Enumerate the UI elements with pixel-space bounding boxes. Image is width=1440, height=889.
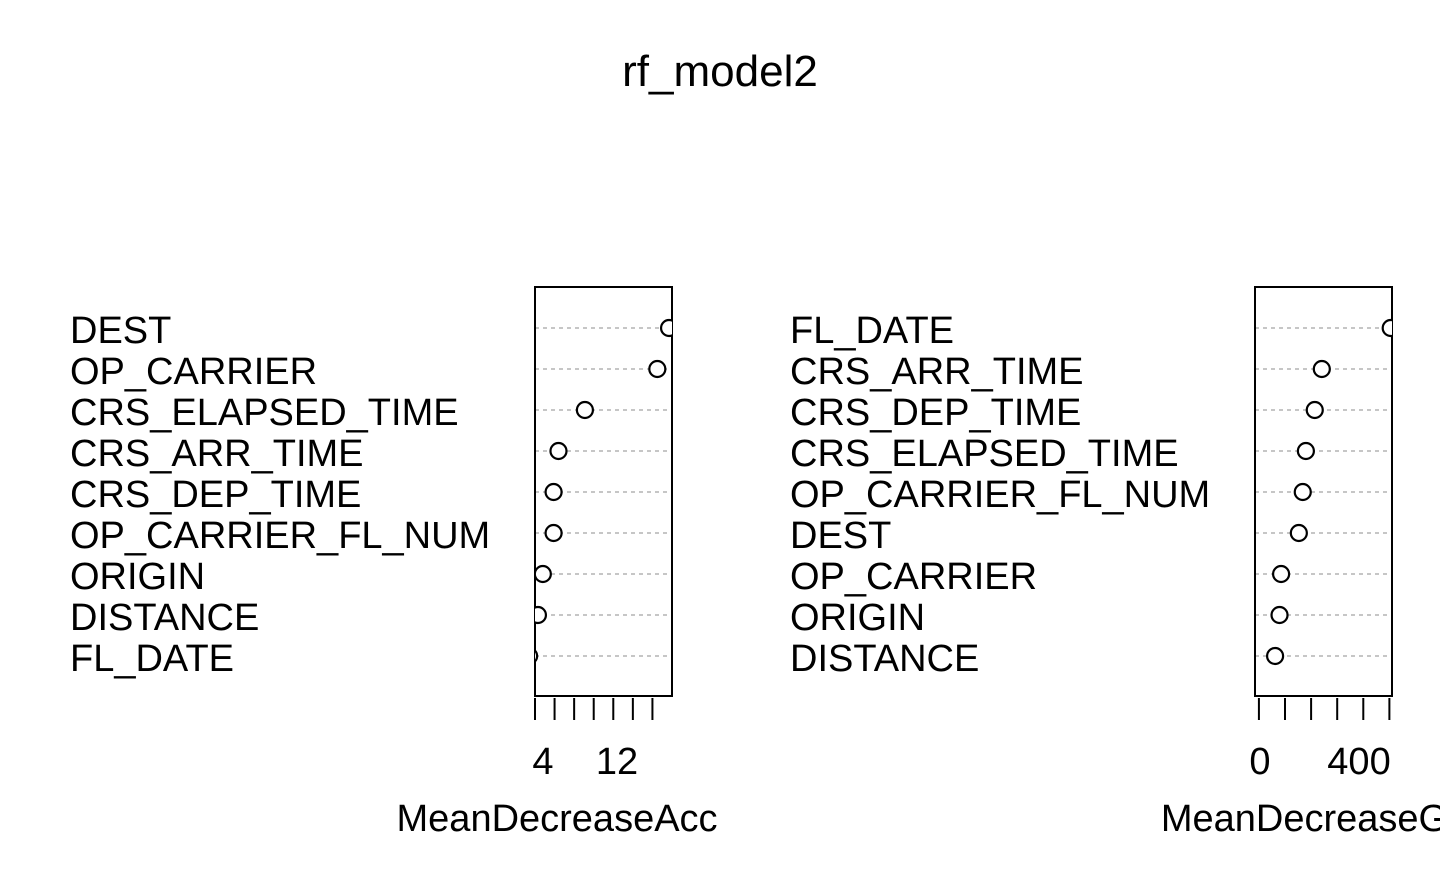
- x-axis: 0 400: [1249, 698, 1391, 783]
- variable-label: CRS_DEP_TIME: [790, 392, 1081, 434]
- data-point: [1296, 441, 1315, 461]
- x-tick-label: 12: [596, 741, 638, 783]
- plot-box: [534, 286, 673, 697]
- variable-label: OP_CARRIER_FL_NUM: [790, 474, 1210, 516]
- data-point: [544, 523, 563, 543]
- chart-title: rf_model2: [622, 47, 818, 96]
- variable-label: CRS_ELAPSED_TIME: [70, 392, 459, 434]
- x-axis-label: MeanDecreaseGini: [1161, 798, 1440, 840]
- data-point: [1305, 400, 1324, 420]
- variable-label: DEST: [70, 310, 171, 352]
- panel-2: FL_DATECRS_ARR_TIMECRS_DEP_TIMECRS_ELAPS…: [790, 286, 1440, 840]
- variable-label: ORIGIN: [70, 556, 205, 598]
- data-point: [575, 400, 595, 420]
- points-group: [535, 318, 672, 663]
- variable-label: CRS_ARR_TIME: [70, 433, 364, 475]
- points-group: [1265, 318, 1392, 666]
- data-point: [659, 318, 672, 338]
- data-point: [544, 482, 563, 502]
- panel-1: DESTOP_CARRIERCRS_ELAPSED_TIMECRS_ARR_TI…: [70, 286, 811, 840]
- x-axis-label: MeanDecreaseAccuracy: [397, 798, 811, 840]
- data-point: [535, 605, 548, 625]
- x-axis-label-group: MeanDecreaseAccuracy: [397, 798, 811, 840]
- x-axis: 4 12: [532, 698, 654, 783]
- x-tick-label: 4: [532, 741, 553, 783]
- data-point: [648, 359, 667, 379]
- data-point: [549, 441, 568, 461]
- variable-label: CRS_DEP_TIME: [70, 474, 361, 516]
- variable-label: OP_CARRIER: [790, 556, 1037, 598]
- variable-label: ORIGIN: [790, 597, 925, 639]
- variable-label: DISTANCE: [790, 638, 979, 680]
- data-point: [1270, 605, 1289, 625]
- variable-label: OP_CARRIER_FL_NUM: [70, 515, 490, 557]
- variable-label: FL_DATE: [790, 310, 954, 352]
- data-point: [1312, 359, 1331, 379]
- data-point: [535, 649, 539, 663]
- variable-label: DEST: [790, 515, 891, 557]
- plot-box: [1254, 286, 1393, 697]
- data-point: [1293, 482, 1312, 502]
- variable-label: OP_CARRIER: [70, 351, 317, 393]
- data-point: [535, 564, 552, 584]
- variable-label: FL_DATE: [70, 638, 234, 680]
- x-tick-label: 400: [1327, 741, 1390, 783]
- x-axis-label-group: MeanDecreaseGini: [1161, 798, 1440, 840]
- data-point: [1271, 564, 1291, 584]
- variable-label: DISTANCE: [70, 597, 259, 639]
- data-point: [1289, 523, 1308, 543]
- variable-label: CRS_ARR_TIME: [790, 351, 1084, 393]
- x-tick-label: 0: [1249, 741, 1270, 783]
- data-point: [1381, 318, 1392, 338]
- data-point: [1265, 646, 1285, 666]
- variable-label: CRS_ELAPSED_TIME: [790, 433, 1179, 475]
